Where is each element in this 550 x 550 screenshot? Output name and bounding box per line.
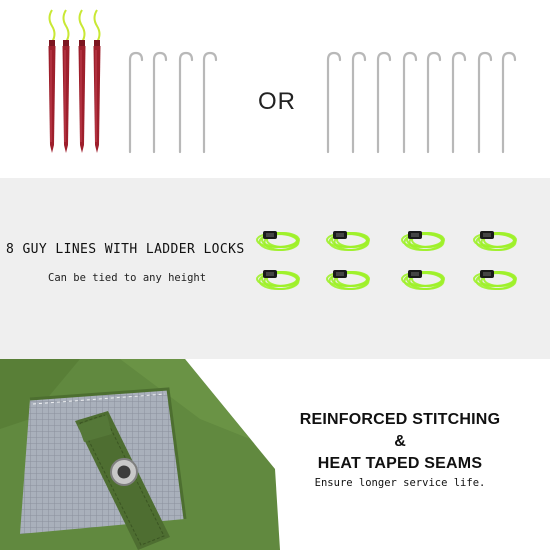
tarp-corner-photo	[0, 359, 280, 550]
grommet	[110, 458, 138, 486]
guylines-panel: 8 GUY LINES WITH LADDER LOCKS Can be tie…	[0, 178, 550, 359]
guy-line-coil	[256, 231, 300, 251]
steel-peg	[202, 51, 218, 154]
red-stake	[62, 9, 70, 153]
or-label: OR	[258, 88, 296, 115]
steel-peg	[402, 51, 418, 154]
guy-line-coil	[401, 270, 445, 290]
red-aluminum-stakes	[48, 9, 101, 153]
stitching-panel: REINFORCED STITCHING & HEAT TAPED SEAMS …	[0, 359, 550, 550]
stakes-illustration	[48, 9, 517, 154]
guylines-title: 8 GUY LINES WITH LADDER LOCKS	[6, 242, 245, 257]
steel-peg	[451, 51, 467, 154]
rope-coils	[256, 231, 517, 290]
guy-line-coil	[326, 270, 370, 290]
guy-line-coil	[256, 270, 300, 290]
steel-peg-set-left	[128, 51, 218, 154]
steel-peg	[351, 51, 367, 154]
seams-heading: HEAT TAPED SEAMS	[317, 455, 483, 472]
steel-peg	[128, 51, 144, 154]
steel-peg	[477, 51, 493, 154]
ampersand: &	[394, 433, 406, 450]
steel-peg	[326, 51, 342, 154]
steel-peg	[501, 51, 517, 154]
guy-line-coil	[473, 270, 517, 290]
red-stake	[48, 9, 56, 153]
guylines-subtitle: Can be tied to any height	[48, 272, 207, 284]
guy-line-coil	[401, 231, 445, 251]
guy-line-coil	[326, 231, 370, 251]
stitching-heading: REINFORCED STITCHING	[299, 411, 501, 428]
stitching-subtitle: Ensure longer service life.	[314, 477, 486, 489]
steel-peg	[376, 51, 392, 154]
guylines-illustration	[256, 231, 517, 290]
red-stake	[93, 9, 101, 153]
red-stake	[78, 9, 86, 153]
steel-peg	[152, 51, 168, 154]
guy-line-coil	[473, 231, 517, 251]
stakes-panel: OR	[0, 0, 550, 178]
steel-peg-set-right	[326, 51, 517, 154]
steel-peg	[426, 51, 442, 154]
steel-peg	[178, 51, 194, 154]
